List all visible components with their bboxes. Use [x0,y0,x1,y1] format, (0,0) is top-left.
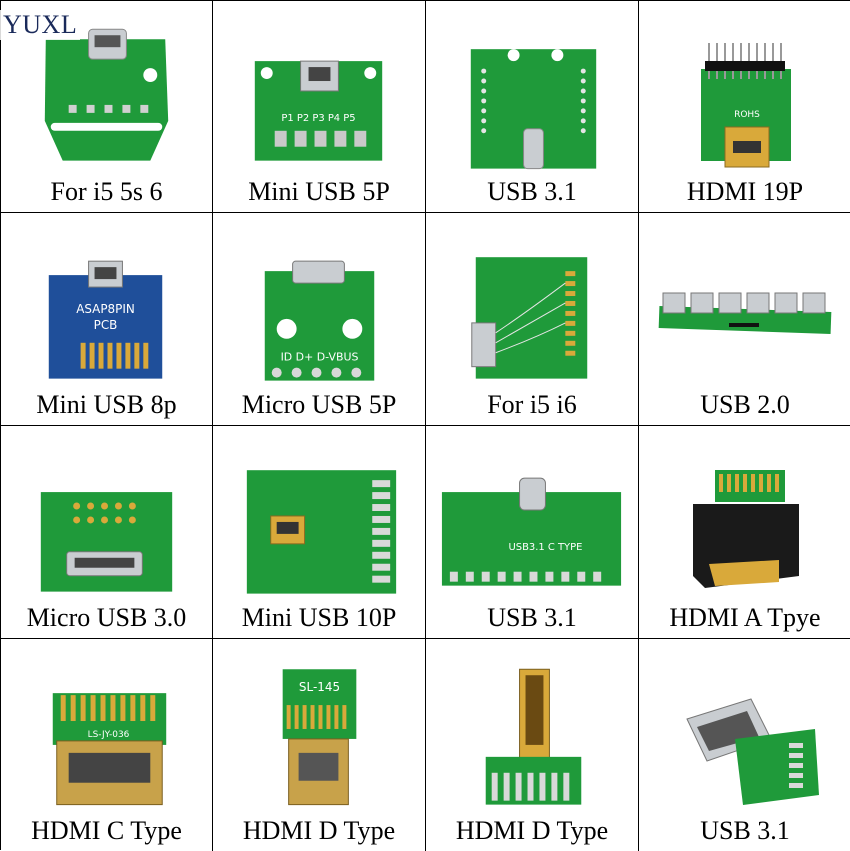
tile-4: ROHS HDMI 19P [639,1,850,213]
pcb-label: PCB [94,318,118,332]
pcb-image-13: LS-JY-036 [52,693,167,806]
tile-caption: Mini USB 5P [248,177,390,206]
tile-caption: USB 2.0 [700,390,790,419]
tile-caption: USB 3.1 [487,177,577,206]
rohs-mark: ROHS [734,110,760,120]
tile-caption: HDMI D Type [242,816,396,845]
tile-3: USB 3.1 [426,1,639,213]
tile-caption: USB 3.1 [487,603,577,632]
pcb-image-11: USB3.1 C TYPE [441,477,622,586]
tile-13: LS-JY-036 HDMI C Type [1,639,213,851]
pin-labels: ID D+ D-VBUS [281,351,359,364]
tile-caption: USB 3.1 [700,816,790,845]
pin-labels: P1 P2 P3 P4 P5 [281,113,355,124]
tile-caption: Micro USB 3.0 [26,603,187,632]
tile-caption: For i5 i6 [487,390,577,419]
pcb-image-9 [40,492,173,592]
tile-16: USB 3.1 [639,639,850,851]
tile-14: SL-145 HDMI D Type [213,639,426,851]
tile-5: ASAP8PIN PCB Mini USB 8p [1,213,213,426]
tile-6: ID D+ D-VBUS Micro USB 5P [213,213,426,426]
pcb-image-15 [485,668,582,805]
pcb-image-6: ID D+ D-VBUS [264,260,375,381]
tile-9: Micro USB 3.0 [1,426,213,639]
tile-7: For i5 i6 [426,213,639,426]
pcb-image-4: ROHS [701,43,791,168]
pcb-image-7 [471,257,588,379]
pcb-image-1 [44,28,169,161]
pcb-image-8 [658,292,832,334]
tile-10: Mini USB 10P [213,426,426,639]
pcb-image-14: SL-145 [282,669,357,806]
tile-caption: For i5 5s 6 [50,177,163,206]
tile-caption: Micro USB 5P [241,390,397,419]
tile-1: For i5 5s 6 [1,1,213,213]
tile-caption: Mini USB 8p [36,390,177,419]
tile-11: USB3.1 C TYPE USB 3.1 [426,426,639,639]
tile-caption: HDMI A Tpye [669,603,821,632]
tile-caption: HDMI C Type [31,816,182,845]
tile-12: HDMI A Tpye [639,426,850,639]
pcb-image-2: P1 P2 P3 P4 P5 [254,60,383,161]
tile-caption: Mini USB 10P [241,603,397,632]
pcb-image-5: ASAP8PIN PCB [48,260,163,379]
hdmid-mark: SL-145 [299,680,340,694]
tile-15: HDMI D Type [426,639,639,851]
brand-watermark: YUXL [0,10,81,40]
pcb-image-12 [693,470,799,588]
tile-caption: HDMI 19P [686,177,804,206]
pcb-image-3 [470,49,597,170]
hdmic-mark: LS-JY-036 [88,730,130,740]
pcb-image-16 [686,698,819,805]
tile-caption: HDMI D Type [455,816,609,845]
asap-label: ASAP8PIN [76,302,135,316]
tile-2: P1 P2 P3 P4 P5 Mini USB 5P [213,1,426,213]
tile-8: USB 2.0 [639,213,850,426]
usb31-mark: USB3.1 C TYPE [508,542,582,553]
pcb-image-10 [246,470,397,594]
